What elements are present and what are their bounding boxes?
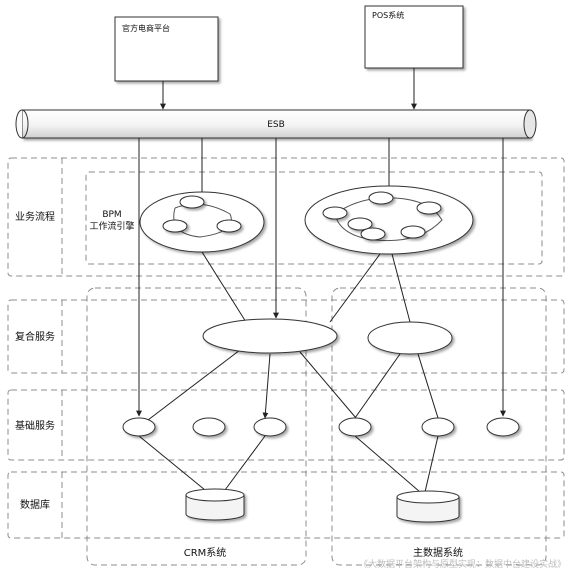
bpm-engine-left — [139, 191, 265, 253]
layer-band-basic-service — [7, 389, 565, 461]
mdm-group-label: 主数据系统 — [413, 546, 463, 559]
crm-group-label: CRM系统 — [184, 546, 227, 559]
pos-system-label: POS系统 — [372, 10, 404, 20]
layer-label-business-process: 业务流程 — [15, 210, 55, 223]
bpm-region — [85, 171, 543, 265]
bpm-label-line1: BPM — [102, 210, 121, 220]
ecommerce-platform-label: 官方电商平台 — [122, 23, 170, 33]
basic-service-5 — [421, 417, 455, 437]
basic-service-4 — [338, 417, 372, 437]
mdm-group — [331, 287, 547, 566]
pos-system-box — [364, 5, 464, 69]
crm-database — [185, 488, 245, 521]
basic-service-2 — [192, 417, 226, 437]
esb-label: ESB — [267, 120, 285, 130]
composite-service-crm — [202, 318, 338, 354]
ecommerce-platform-box — [114, 16, 219, 82]
crm-group — [86, 287, 307, 566]
basic-service-1 — [122, 417, 156, 437]
layer-label-database: 数据库 — [20, 498, 50, 511]
layer-band-database — [7, 471, 565, 539]
layer-band-composite-service — [7, 299, 565, 374]
basic-service-3 — [253, 417, 287, 437]
layer-label-basic-service: 基础服务 — [15, 419, 55, 432]
layer-band-business-process — [7, 157, 565, 277]
composite-service-mdm — [367, 321, 453, 355]
layer-label-composite-service: 复合服务 — [15, 330, 55, 343]
bpm-engine-right — [304, 185, 474, 255]
basic-service-6 — [486, 417, 520, 437]
watermark-text: 《大数据平台架构与原型实现：数据中台建设实战》 — [359, 558, 566, 570]
bpm-label-line2: 工作流引擎 — [89, 220, 134, 232]
connectors — [136, 68, 506, 493]
mdm-database — [396, 490, 460, 523]
esb-bus — [15, 109, 537, 139]
